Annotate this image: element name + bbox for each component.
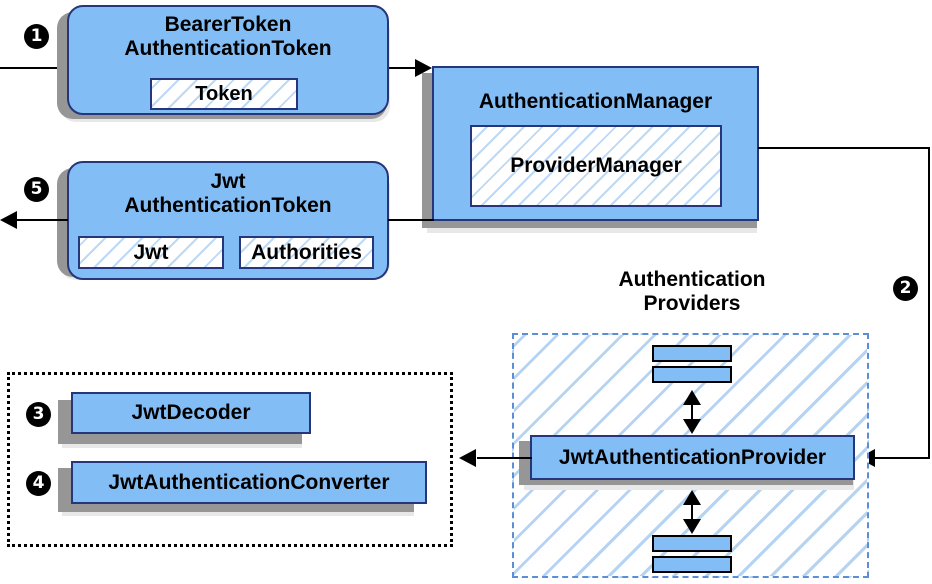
response-out-line: [14, 219, 68, 221]
authentication-providers-caption: Authentication Providers: [618, 268, 766, 315]
provider-to-decoder-arrowhead: [459, 449, 476, 467]
manager-right-line: [758, 147, 930, 149]
node-jwt-authentication-converter[interactable]: JwtAuthenticationConverter: [71, 461, 427, 504]
node-jwt-decoder[interactable]: JwtDecoder: [71, 392, 311, 434]
manager-to-provider-vertical-line: [928, 147, 930, 458]
step-marker-1: 1: [24, 24, 49, 49]
slot-authorities: Authorities: [239, 236, 374, 269]
jwt-token-title: Jwt AuthenticationToken: [124, 170, 332, 217]
step-marker-5: 5: [24, 177, 49, 202]
jwt-authentication-converter-title: JwtAuthenticationConverter: [108, 470, 390, 494]
bearer-token-title: BearerToken AuthenticationToken: [124, 13, 332, 60]
step-marker-2: 2: [893, 276, 918, 301]
bearer-to-manager-arrowhead: [415, 59, 432, 77]
provider-stub-bottom-bar-2: [652, 556, 732, 573]
provider-top-arrow-down: [683, 419, 701, 434]
provider-stub-bottom-bar-1: [652, 535, 732, 552]
provider-to-decoder-line: [477, 457, 532, 459]
provider-top-arrow-shaft: [691, 396, 693, 424]
provider-inbound-line: [873, 457, 930, 459]
authentication-manager-title: AuthenticationManager: [478, 90, 713, 113]
step-marker-4: 4: [26, 471, 51, 496]
slot-provider-manager: ProviderManager: [470, 125, 722, 207]
incoming-request-line: [0, 67, 68, 69]
slot-jwt: Jwt: [78, 236, 224, 269]
jwt-decoder-title: JwtDecoder: [131, 401, 251, 425]
step-marker-3: 3: [26, 402, 51, 427]
jwt-support-components-region: [7, 372, 453, 547]
provider-stub-top-bar-2: [652, 366, 732, 383]
manager-to-jwt-token-line: [388, 219, 434, 221]
provider-bottom-arrow-down: [683, 519, 701, 534]
provider-stub-top-bar-1: [652, 345, 732, 362]
slot-token: Token: [150, 78, 298, 110]
response-out-arrowhead: [0, 211, 17, 229]
node-jwt-authentication-provider[interactable]: JwtAuthenticationProvider: [530, 435, 855, 480]
provider-bottom-arrow-shaft: [691, 496, 693, 524]
jwt-authentication-provider-title: JwtAuthenticationProvider: [558, 445, 827, 469]
bearer-to-manager-line: [389, 67, 419, 69]
node-bearer-token-authentication-token[interactable]: BearerToken AuthenticationToken: [67, 5, 389, 115]
